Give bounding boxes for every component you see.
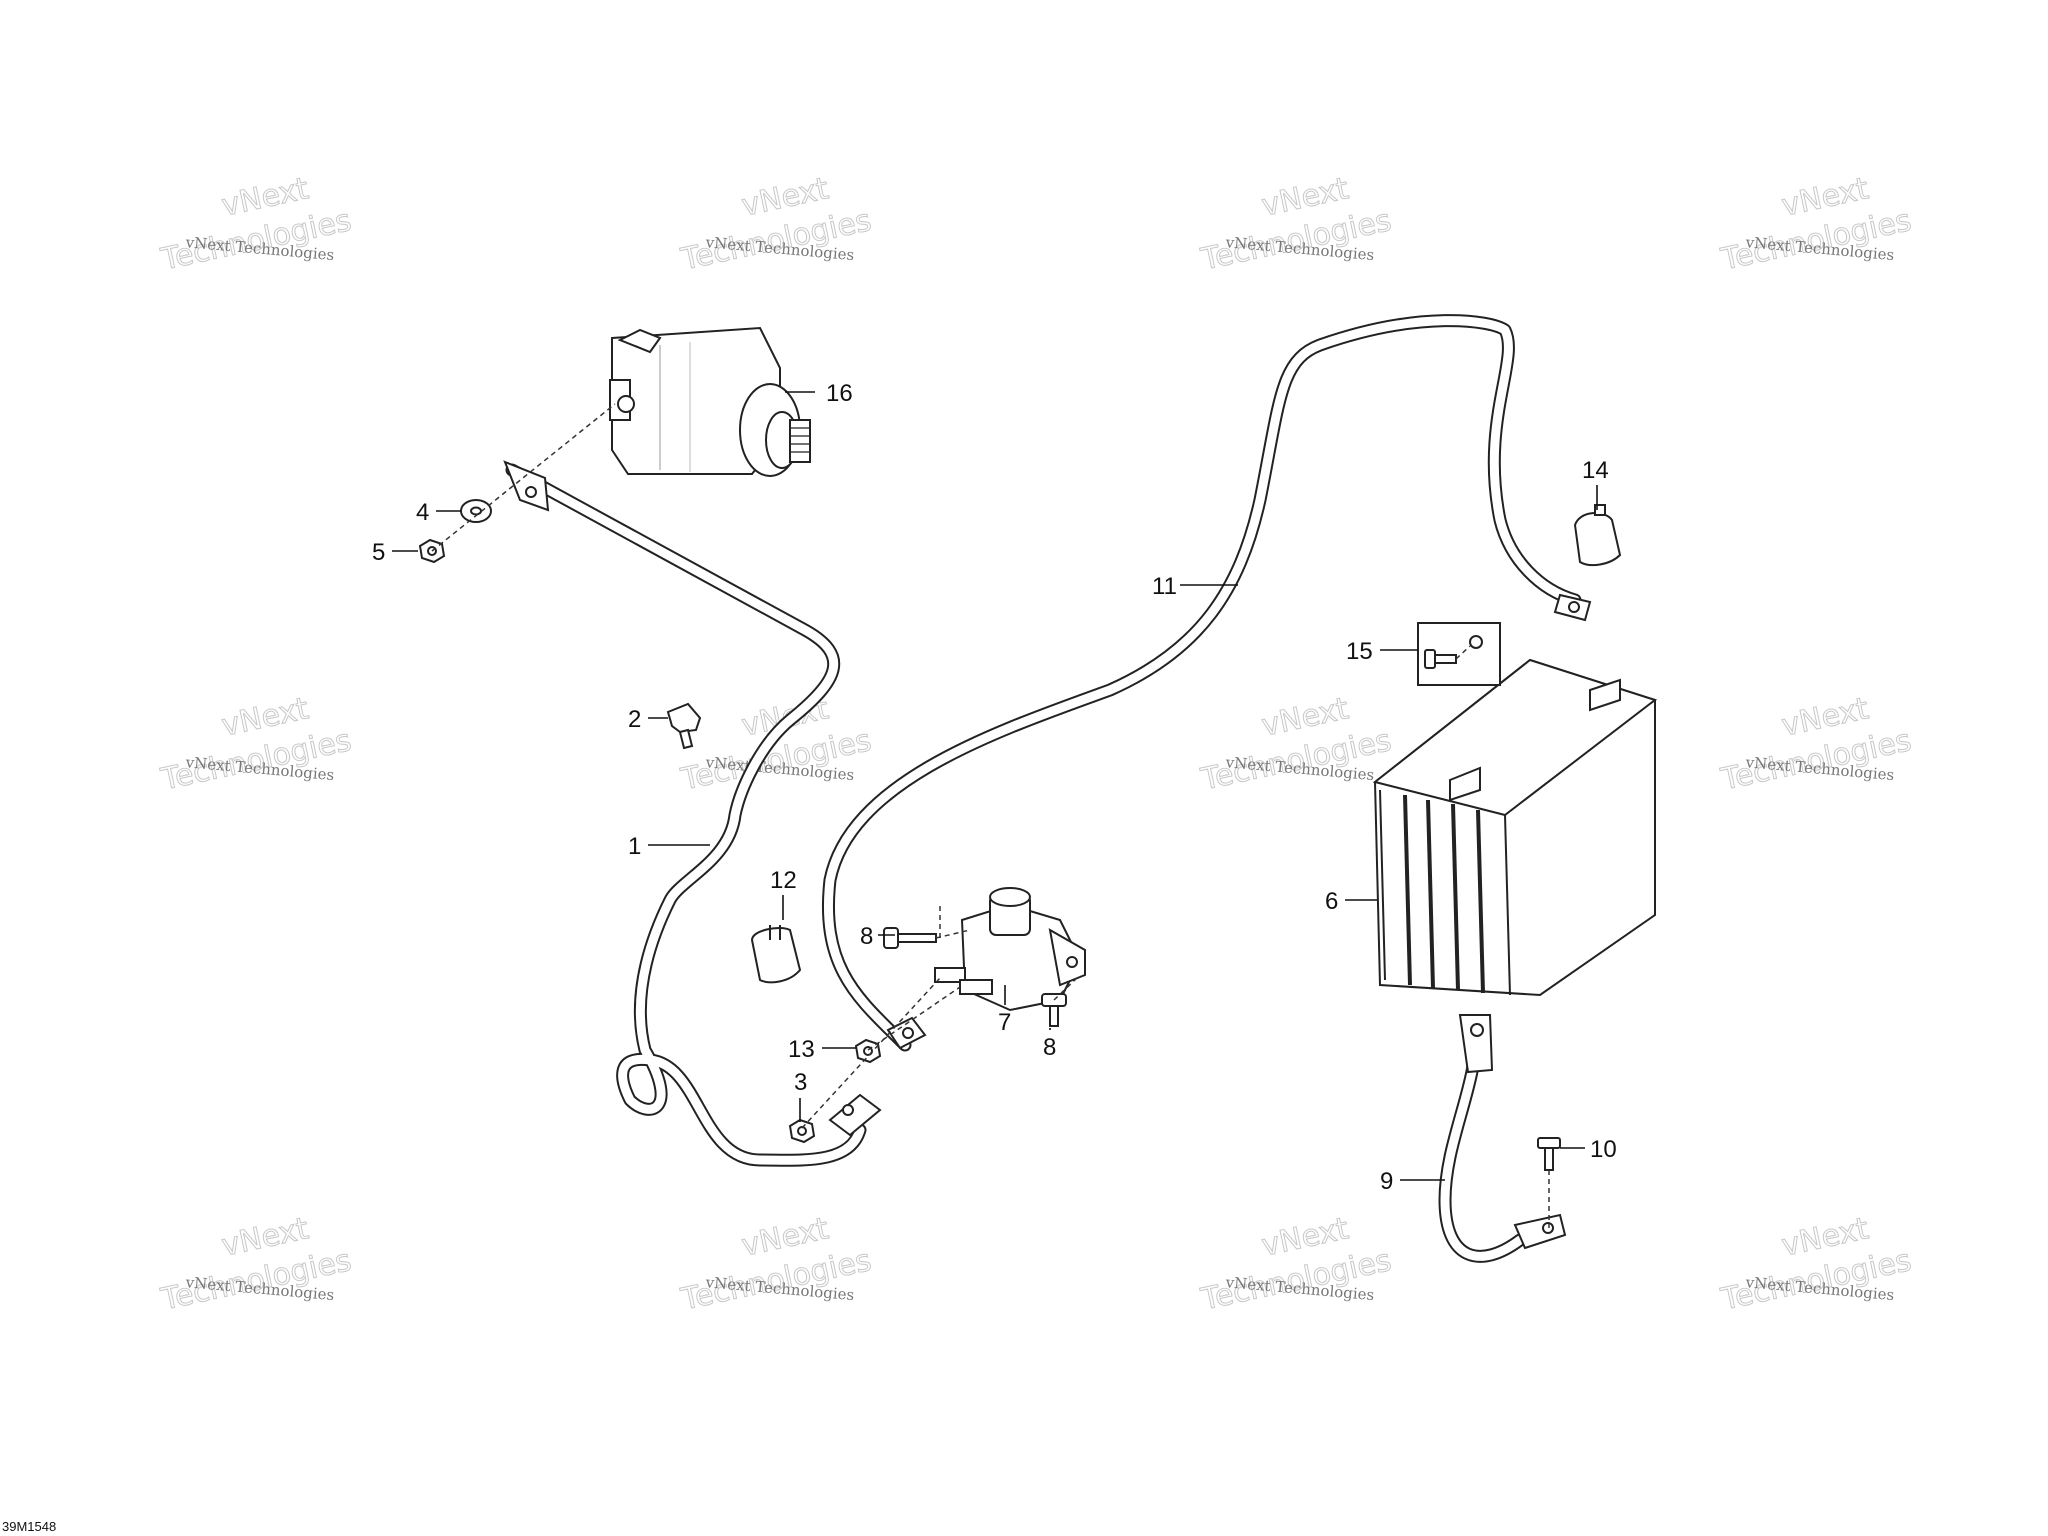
nut-part-13: [854, 1038, 882, 1064]
terminal-boot-part-12: [750, 925, 802, 984]
watermark: vNext Technologies vNext Technologies: [677, 171, 875, 278]
watermark: vNext Technologies vNext Technologies: [1197, 691, 1395, 798]
watermark: vNext Technologies vNext Technologies: [1717, 171, 1915, 278]
watermark: vNext Technologies vNext Technologies: [157, 691, 355, 798]
terminal-boot-part-14: [1573, 504, 1622, 567]
ground-cable: [1438, 1014, 1567, 1263]
leader-lines: [392, 391, 1598, 1181]
watermark: vNext Technologies vNext Technologies: [157, 171, 355, 278]
callout-3: 3: [794, 1069, 807, 1096]
callout-6: 6: [1325, 888, 1338, 915]
watermark: vNext Technologies vNext Technologies: [677, 1211, 875, 1318]
callout-15: 15: [1346, 638, 1373, 665]
callout-11: 11: [1152, 573, 1177, 600]
callout-4: 4: [416, 499, 429, 526]
solenoid: [934, 887, 1086, 1012]
watermark: vNext Technologies vNext Technologies: [157, 1211, 355, 1318]
callout-8-upper: 8: [860, 923, 873, 950]
callout-14: 14: [1582, 457, 1609, 484]
callout-8-lower: 8: [1043, 1034, 1056, 1061]
cable-clip: [666, 702, 702, 750]
callout-16: 16: [826, 380, 853, 407]
bolt-part-10: [1537, 1137, 1561, 1171]
bolt-part-8-lower: [1041, 993, 1067, 1027]
callout-2: 2: [628, 706, 641, 733]
callout-7: 7: [998, 1009, 1011, 1036]
starter-motor: [609, 326, 811, 477]
battery-cable: [822, 314, 1592, 1052]
hardware-kit-part-15: [1417, 622, 1501, 686]
callout-13: 13: [788, 1036, 815, 1063]
watermark: vNext Technologies vNext Technologies: [1717, 1211, 1915, 1318]
starter-cable: [503, 460, 882, 1167]
callout-9: 9: [1380, 1168, 1393, 1195]
callout-12: 12: [770, 867, 797, 894]
watermark: vNext Technologies vNext Technologies: [1197, 1211, 1395, 1318]
bolt-part-8-upper: [883, 927, 937, 949]
assembly-lines: [431, 403, 1550, 1228]
nut-part-3: [788, 1118, 816, 1144]
drawing-reference: 39M1548: [2, 1519, 57, 1534]
callout-10: 10: [1590, 1136, 1617, 1163]
callout-1: 1: [628, 833, 641, 860]
watermark: vNext Technologies vNext Technologies: [677, 691, 875, 798]
battery: [1372, 658, 1658, 997]
watermark: vNext Technologies vNext Technologies: [1717, 691, 1915, 798]
watermark: vNext Technologies vNext Technologies: [1197, 171, 1395, 278]
callout-5: 5: [372, 539, 385, 566]
washer: [460, 499, 492, 523]
callout-labels: 16 4 5 2 1 12 8 13 3 7 8 11 14 15 6 9 10: [372, 380, 1617, 1195]
